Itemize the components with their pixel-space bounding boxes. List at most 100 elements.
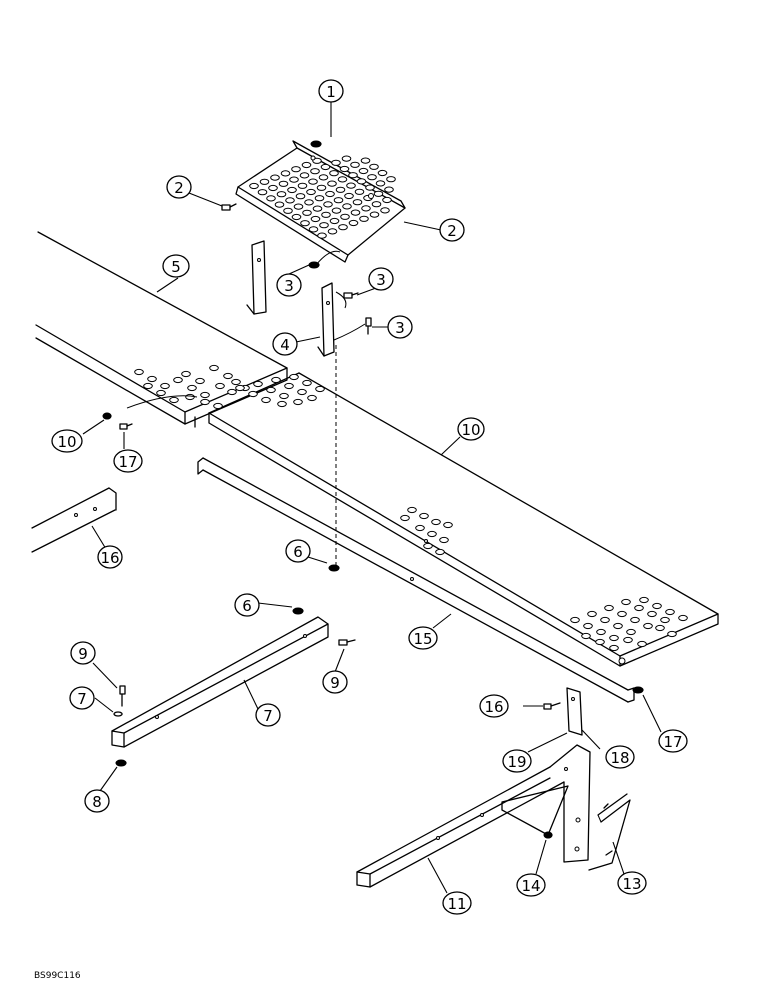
tread-hole	[384, 186, 394, 193]
tread-hole	[595, 638, 605, 646]
plate	[566, 687, 583, 736]
tread-hole	[195, 377, 205, 385]
tread-hole	[291, 213, 302, 221]
tread-hole	[320, 163, 331, 171]
callout-bolt: 7	[69, 686, 95, 710]
callout-circle	[113, 449, 143, 473]
callout-label: 14	[521, 877, 540, 895]
tread-hole	[634, 604, 644, 612]
tread-hole	[348, 219, 359, 227]
tread-hole	[323, 201, 333, 208]
callout-label: 8	[92, 793, 102, 811]
callout-circle	[658, 729, 688, 753]
tread-hole	[596, 628, 606, 636]
callout-label: 3	[376, 271, 386, 289]
tread-hole	[302, 379, 312, 387]
tread-hole	[623, 636, 633, 644]
tread-hole	[215, 382, 225, 390]
callout-circle	[255, 703, 281, 727]
tread-hole	[299, 172, 310, 179]
callout-label: 5	[171, 258, 181, 276]
callout-circle	[318, 79, 344, 103]
callout-circle	[69, 686, 95, 710]
callout-nut: 14	[516, 873, 546, 897]
callout-label: 10	[57, 433, 76, 451]
tread-hole	[235, 384, 245, 392]
channel-rail	[197, 457, 635, 703]
tread-hole	[270, 174, 280, 181]
tread-hole	[375, 180, 386, 187]
tread-hole	[373, 190, 384, 197]
tread-hole	[652, 602, 662, 610]
callout-circle	[617, 871, 647, 895]
tread-hole	[284, 382, 294, 390]
tread-hole	[570, 616, 580, 624]
tread-hole	[293, 398, 303, 406]
tread-hole	[314, 195, 325, 202]
callout-walkway-board: 10	[51, 429, 83, 453]
tread-hole	[660, 616, 670, 624]
tread-hole	[342, 203, 352, 210]
tread-hole	[365, 184, 375, 191]
callout-label: 16	[100, 549, 119, 567]
callout-circle	[442, 891, 472, 915]
tread-hole	[169, 396, 179, 404]
tread-hole	[587, 610, 597, 618]
tread-hole	[327, 228, 338, 235]
tread-hole	[339, 165, 350, 173]
callout-circle	[234, 593, 260, 617]
walkway-board-left	[35, 231, 288, 428]
callout-bolt: 2	[439, 218, 465, 242]
tread-hole	[315, 385, 325, 393]
tread-hole	[431, 518, 441, 526]
tread-hole	[609, 634, 619, 642]
tread-hole	[274, 201, 285, 208]
callout-label: 16	[484, 698, 503, 716]
callout-circle	[387, 315, 413, 339]
callout-circle	[516, 873, 546, 897]
callout-circle	[51, 429, 83, 453]
tread-hole	[331, 159, 341, 166]
tread-hole	[291, 166, 301, 173]
callout-label: 13	[622, 875, 641, 893]
support-tube-upper	[31, 487, 117, 553]
callout-label: 15	[413, 630, 432, 648]
tread-hole	[340, 213, 350, 220]
callout-nut: 9	[70, 641, 96, 665]
callout-bolt: 4	[272, 332, 298, 356]
callout-step-bracket: 5	[162, 254, 190, 278]
callout-label: 18	[610, 749, 629, 767]
callout-label: 10	[461, 421, 480, 439]
callout-circle	[502, 749, 532, 773]
callout-label: 1	[326, 83, 336, 101]
callout-nut: 17	[113, 449, 143, 473]
tread-hole	[312, 205, 323, 212]
callout-label: 19	[507, 753, 526, 771]
callout-washer: 8	[84, 789, 110, 813]
tread-hole	[310, 168, 320, 175]
callout-label: 3	[284, 277, 294, 295]
tread-hole	[297, 182, 308, 189]
tread-hole	[307, 394, 317, 402]
tread-hole	[310, 215, 321, 223]
tread-hole	[301, 161, 312, 169]
tread-hole	[327, 180, 337, 187]
tread-hole	[338, 224, 348, 231]
callout-label: 6	[242, 597, 252, 615]
tread-hole	[371, 201, 382, 208]
tread-hole	[134, 368, 144, 376]
tread-hole	[382, 196, 392, 204]
tread-hole	[581, 632, 591, 640]
hardware	[102, 140, 644, 839]
tread-hole	[609, 644, 619, 652]
callout-bolt: 2	[166, 175, 192, 199]
tread-hole	[306, 188, 316, 196]
tread-hole	[200, 398, 210, 406]
callout-label: 2	[447, 222, 457, 240]
tread-hole	[223, 372, 233, 380]
tread-hole	[637, 640, 647, 648]
tread-hole	[331, 207, 342, 214]
tread-hole	[266, 195, 276, 202]
